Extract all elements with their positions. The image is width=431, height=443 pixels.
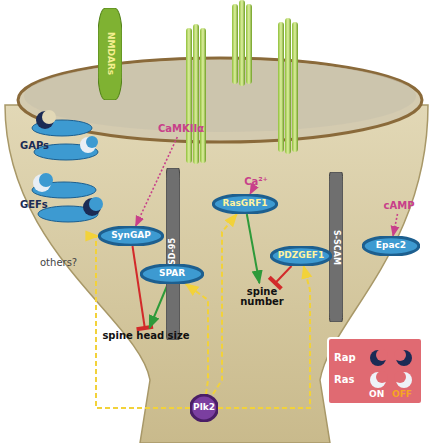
membrane-surface <box>24 60 416 132</box>
signal-label: Ca²⁺ <box>240 175 272 190</box>
node-text: spine head size <box>102 331 189 342</box>
connector <box>275 266 291 283</box>
gef-protein: Epac2 <box>362 236 420 256</box>
gap-protein: SynGAP <box>98 226 164 246</box>
annotation-label: OFF <box>392 389 412 399</box>
legend-box <box>328 338 422 404</box>
receptor-box: NMDARs <box>98 8 122 100</box>
gap-icons <box>32 110 98 160</box>
synaptic-membrane <box>18 58 422 142</box>
annotation-label: GAPs <box>20 140 49 151</box>
scaffold-bar: PSD-95 <box>166 168 180 340</box>
outline-shape <box>213 195 276 213</box>
gef-protein: RasGRF1 <box>212 194 278 214</box>
gap-protein: SPAR <box>140 264 204 284</box>
node-text: SynGAP <box>111 231 151 240</box>
connector <box>247 214 260 283</box>
legend-frame <box>328 338 422 404</box>
outline-shape <box>329 172 343 322</box>
node-text: Plk2 <box>193 403 215 412</box>
node-text: SPAR <box>159 269 185 278</box>
rap-icon-cut <box>89 197 103 211</box>
receptor-subunit <box>200 28 206 163</box>
node-text: RasGRF1 <box>222 199 267 208</box>
outcome-label: spine number <box>236 283 288 311</box>
outline-shape <box>141 265 202 283</box>
outline-shape <box>98 8 122 100</box>
kinase-circle: Plk2 <box>190 394 218 422</box>
signal-label: CaMKIIα <box>150 121 212 137</box>
nmda-receptor <box>186 24 206 164</box>
legend-text: Ras <box>334 374 354 385</box>
receptor-subunit <box>292 22 298 152</box>
outline-shape <box>99 227 162 245</box>
annotation-label: GEFs <box>20 199 48 210</box>
receptor-subunit <box>239 0 245 86</box>
receptor-subunit <box>193 24 199 164</box>
node-text: CaMKIIα <box>158 124 204 135</box>
connector <box>393 214 398 236</box>
annotation-label: others? <box>40 257 77 268</box>
nmda-receptor <box>232 0 252 86</box>
connector <box>218 266 310 408</box>
receptor-subunit <box>186 28 192 163</box>
connector <box>149 284 167 328</box>
receptor-subunit <box>246 4 252 84</box>
icon-cut <box>376 371 388 383</box>
outcome-label: spine head size <box>88 328 204 344</box>
ras-icon-cut <box>86 136 98 148</box>
connector <box>133 246 145 328</box>
receptor-subunit <box>232 4 238 84</box>
outline-shape <box>191 395 218 421</box>
annotation-label: ON <box>369 389 384 399</box>
scaffold-bar: S-SCAM <box>329 172 343 322</box>
outline-shape <box>363 237 419 255</box>
connector <box>250 190 252 194</box>
gef-icons <box>32 173 103 222</box>
node-text: S-SCAM <box>332 230 340 265</box>
receptor-subunit <box>278 22 284 152</box>
receptor-subunit <box>285 18 291 154</box>
spine-head <box>5 105 428 443</box>
icon-cut <box>394 349 406 361</box>
node-text: NMDARs <box>105 32 114 75</box>
rap-icon-cut <box>42 110 56 124</box>
ras-icon-cut <box>39 173 53 187</box>
node-text: PDZGEF1 <box>278 251 325 260</box>
nmda-receptor <box>278 18 298 154</box>
icon-cut <box>394 371 406 383</box>
node-text: Epac2 <box>376 241 406 250</box>
signal-label: cAMP <box>378 199 420 214</box>
gef-protein: PDZGEF1 <box>270 246 332 266</box>
node-text: cAMP <box>384 201 415 212</box>
outline-shape <box>271 247 331 265</box>
outline-shape <box>166 168 180 340</box>
node-text: Ca²⁺ <box>244 177 268 188</box>
icon-cut <box>376 349 388 361</box>
connector <box>213 214 237 394</box>
legend-text: Rap <box>334 352 356 363</box>
node-text: spine number <box>236 287 288 308</box>
